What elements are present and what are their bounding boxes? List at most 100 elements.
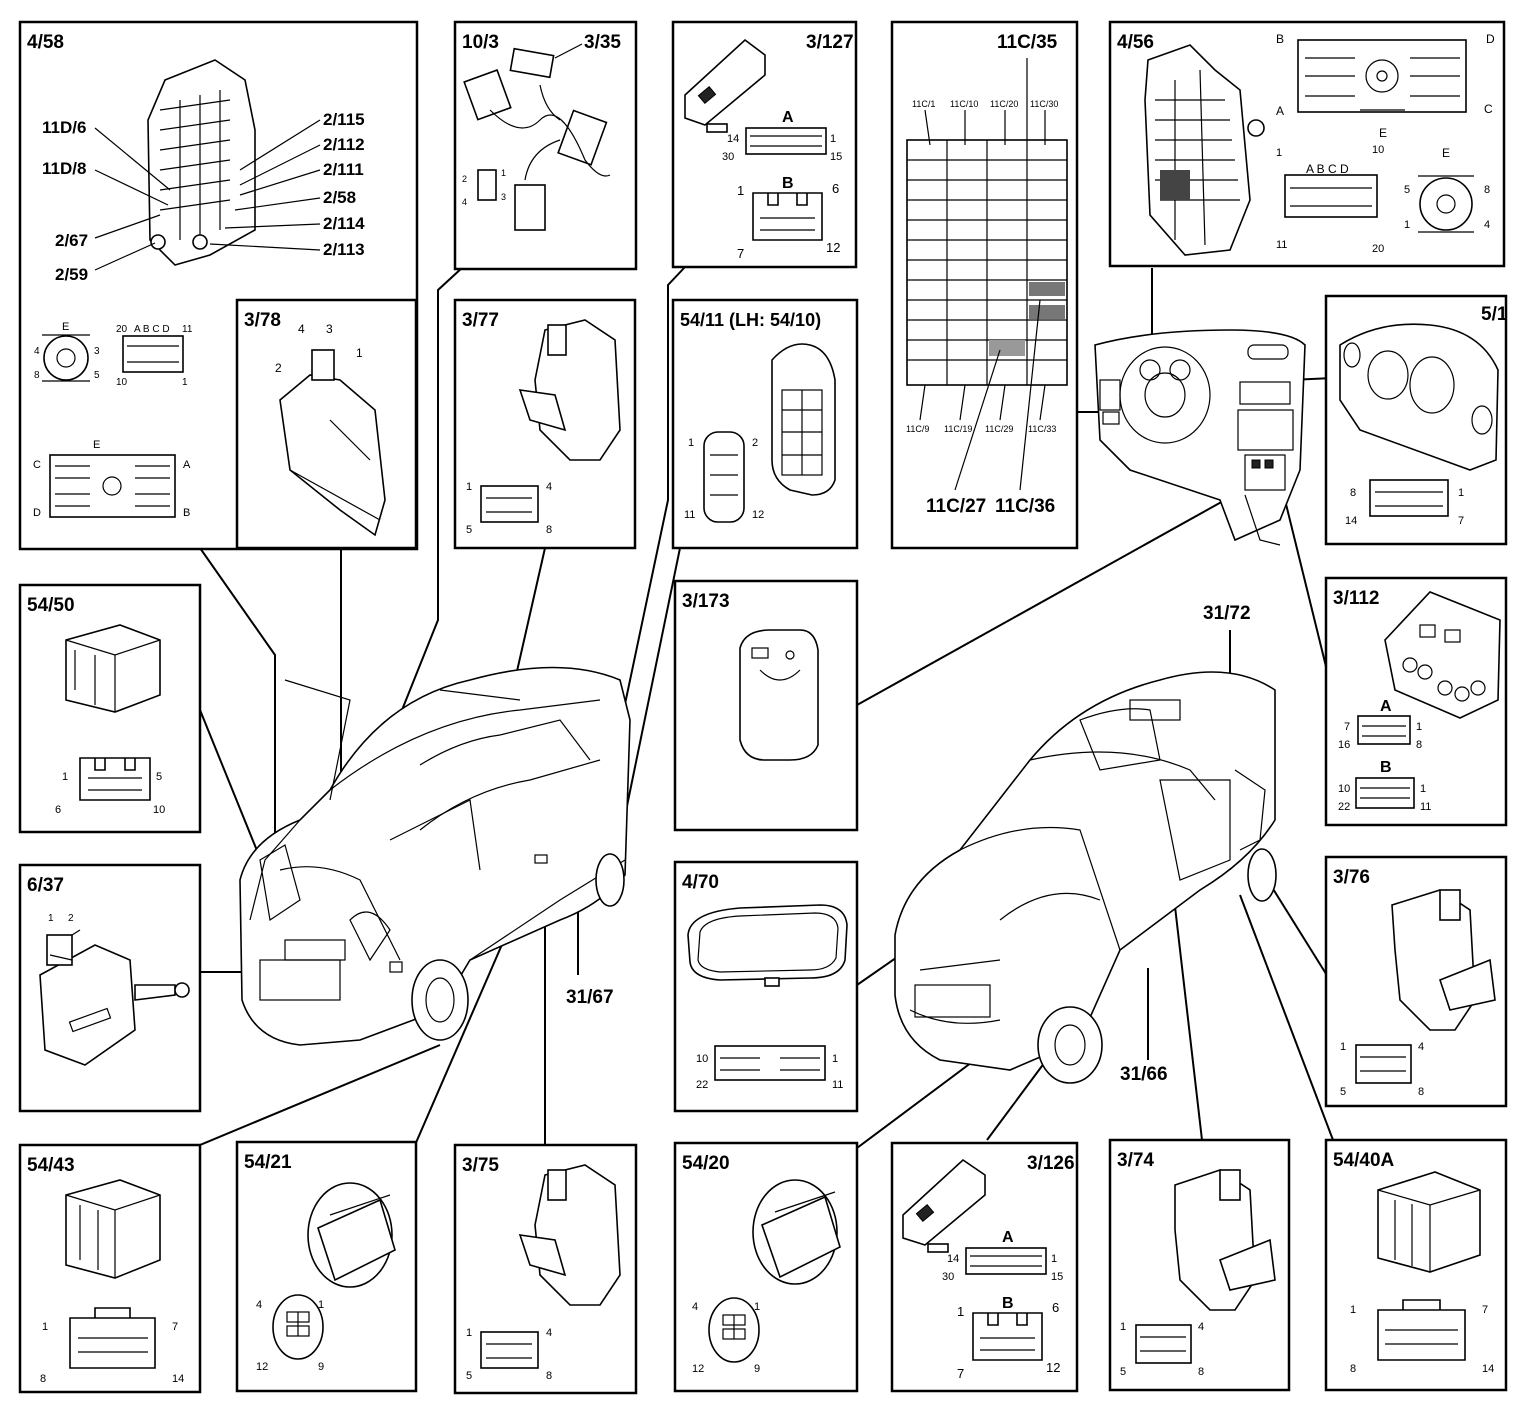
leader-line-4-58 — [199, 547, 276, 870]
pin-11: 11 — [684, 509, 695, 521]
pin-5: 5 — [466, 524, 472, 536]
panel-id: 3/126 — [1027, 1153, 1075, 1174]
pin-1: 1 — [754, 1301, 760, 1313]
a-pin-8: 8 — [1416, 739, 1422, 751]
pin-10: 10 — [116, 377, 128, 388]
pin-3: 3 — [501, 192, 506, 202]
conn-c: C — [33, 459, 41, 471]
callout-11c-36: 11C/36 — [995, 496, 1055, 517]
pin-10: 10 — [1372, 144, 1384, 156]
panel-id: 3/78 — [244, 310, 281, 331]
conn-e: E — [93, 439, 100, 451]
car-right-drawing — [894, 671, 1277, 1084]
pin-5: 5 — [466, 1370, 472, 1382]
b-pin-1: 1 — [957, 1304, 964, 1319]
pin-1: 1 — [832, 1053, 838, 1065]
pin-1b: 1 — [1404, 219, 1410, 231]
conn-a: A — [183, 459, 191, 471]
panel-54-43: 54/43 1 7 8 14 — [18, 1143, 202, 1394]
leader-line-3-127 — [589, 266, 686, 871]
label-11c-9: 11C/9 — [906, 424, 929, 434]
panel-id: 54/20 — [682, 1153, 730, 1174]
pin-20: 20 — [1372, 243, 1384, 255]
b-pin-22: 22 — [1338, 801, 1350, 813]
panel-id: 3/76 — [1333, 867, 1370, 888]
pin-8: 8 — [1484, 184, 1490, 196]
pin-10: 10 — [696, 1053, 708, 1065]
panel-10-3: 10/3 3/35 2 1 4 3 — [453, 20, 638, 271]
label-11c-19: 11C/19 — [944, 424, 972, 434]
pin-2: 2 — [462, 174, 467, 184]
pin-4: 4 — [546, 481, 552, 493]
pin-4: 4 — [1484, 219, 1490, 231]
a-pin-14: 14 — [727, 133, 739, 145]
callout-31-72: 31/72 — [1203, 603, 1251, 624]
callout-2-59: 2/59 — [55, 265, 88, 284]
pin-1: 1 — [1458, 487, 1464, 499]
pin-3: 3 — [326, 322, 333, 336]
pin-4: 4 — [546, 1327, 552, 1339]
panel-4-56: 4/56 B D A C E 1 A B C D 10 11 20 — [1108, 20, 1506, 268]
panel-54-40a: 54/40A 1 7 8 14 — [1324, 1138, 1508, 1392]
panel-11c: 11C/35 11C/1 11C/10 11C/20 11C/30 11C/9 … — [890, 20, 1079, 550]
pin-14: 14 — [1482, 1363, 1494, 1375]
pin-12: 12 — [692, 1363, 704, 1375]
label-11c-1: 11C/1 — [912, 99, 935, 109]
callout-2-67: 2/67 — [55, 231, 88, 250]
b-pin-7: 7 — [737, 246, 744, 261]
a-pin-16: 16 — [1338, 739, 1350, 751]
pin-1: 1 — [688, 437, 694, 449]
b-pin-11: 11 — [1420, 801, 1431, 813]
callout-2-58: 2/58 — [323, 188, 356, 207]
b-pin-6: 6 — [1052, 1300, 1059, 1315]
pin-8: 8 — [546, 524, 552, 536]
pin-6: 6 — [55, 804, 61, 816]
label-11c-33: 11C/33 — [1028, 424, 1056, 434]
pin-5: 5 — [1340, 1086, 1346, 1098]
fuse-highlight — [1029, 305, 1065, 319]
pin-14: 14 — [172, 1373, 184, 1385]
pin-12: 12 — [752, 509, 764, 521]
panel-id: 6/37 — [27, 875, 64, 896]
panel-54-50: 54/50 1 5 6 10 — [18, 583, 202, 834]
b-pin-12: 12 — [1046, 1360, 1060, 1375]
panel-id: 3/112 — [1333, 588, 1380, 609]
callout-31-67: 31/67 — [566, 987, 614, 1008]
callout-2-115: 2/115 — [323, 110, 365, 129]
panel-id: 54/40A — [1333, 1150, 1395, 1171]
pin-5: 5 — [156, 771, 162, 783]
panel-id: 4/56 — [1117, 32, 1154, 53]
pin-1: 1 — [62, 771, 68, 783]
a-pin-30: 30 — [722, 151, 734, 163]
panel-3-74: 3/74 1 4 5 8 — [1108, 1138, 1291, 1392]
pin-8: 8 — [1350, 487, 1356, 499]
pin-e: E — [1442, 146, 1450, 160]
label-11c-20: 11C/20 — [990, 99, 1018, 109]
pin-11: 11 — [182, 324, 193, 335]
pin-2: 2 — [275, 361, 282, 375]
a-pin-1: 1 — [1416, 721, 1422, 733]
pin-7: 7 — [1458, 515, 1464, 527]
panel-54-21: 54/21 4 1 12 9 — [235, 1140, 418, 1393]
pin-8: 8 — [1350, 1363, 1356, 1375]
callout-3-35: 3/35 — [584, 32, 621, 53]
callout-2-113: 2/113 — [323, 240, 365, 259]
conn-b-label: B — [1002, 1295, 1014, 1312]
conn-b: B — [1276, 32, 1284, 46]
panel-3-76: 3/76 1 4 5 8 — [1324, 855, 1508, 1108]
panel-id: 3/74 — [1117, 1150, 1154, 1171]
panel-3-77: 3/77 1 4 5 8 — [453, 298, 637, 550]
pin-9: 9 — [318, 1361, 324, 1373]
pin-4: 4 — [1198, 1321, 1204, 1333]
panel-id: 3/75 — [462, 1155, 499, 1176]
panel-id: 4/58 — [27, 32, 64, 53]
panel-3-75: 3/75 1 4 5 8 — [453, 1143, 638, 1395]
pin-1: 1 — [182, 377, 188, 388]
pin-1: 1 — [48, 913, 54, 924]
pin-12: 12 — [256, 1361, 268, 1373]
label-11c-30: 11C/30 — [1030, 99, 1058, 109]
pin-e: E — [62, 321, 69, 333]
panel-id: 5/1 — [1481, 304, 1508, 325]
pin-11: 11 — [832, 1079, 843, 1091]
